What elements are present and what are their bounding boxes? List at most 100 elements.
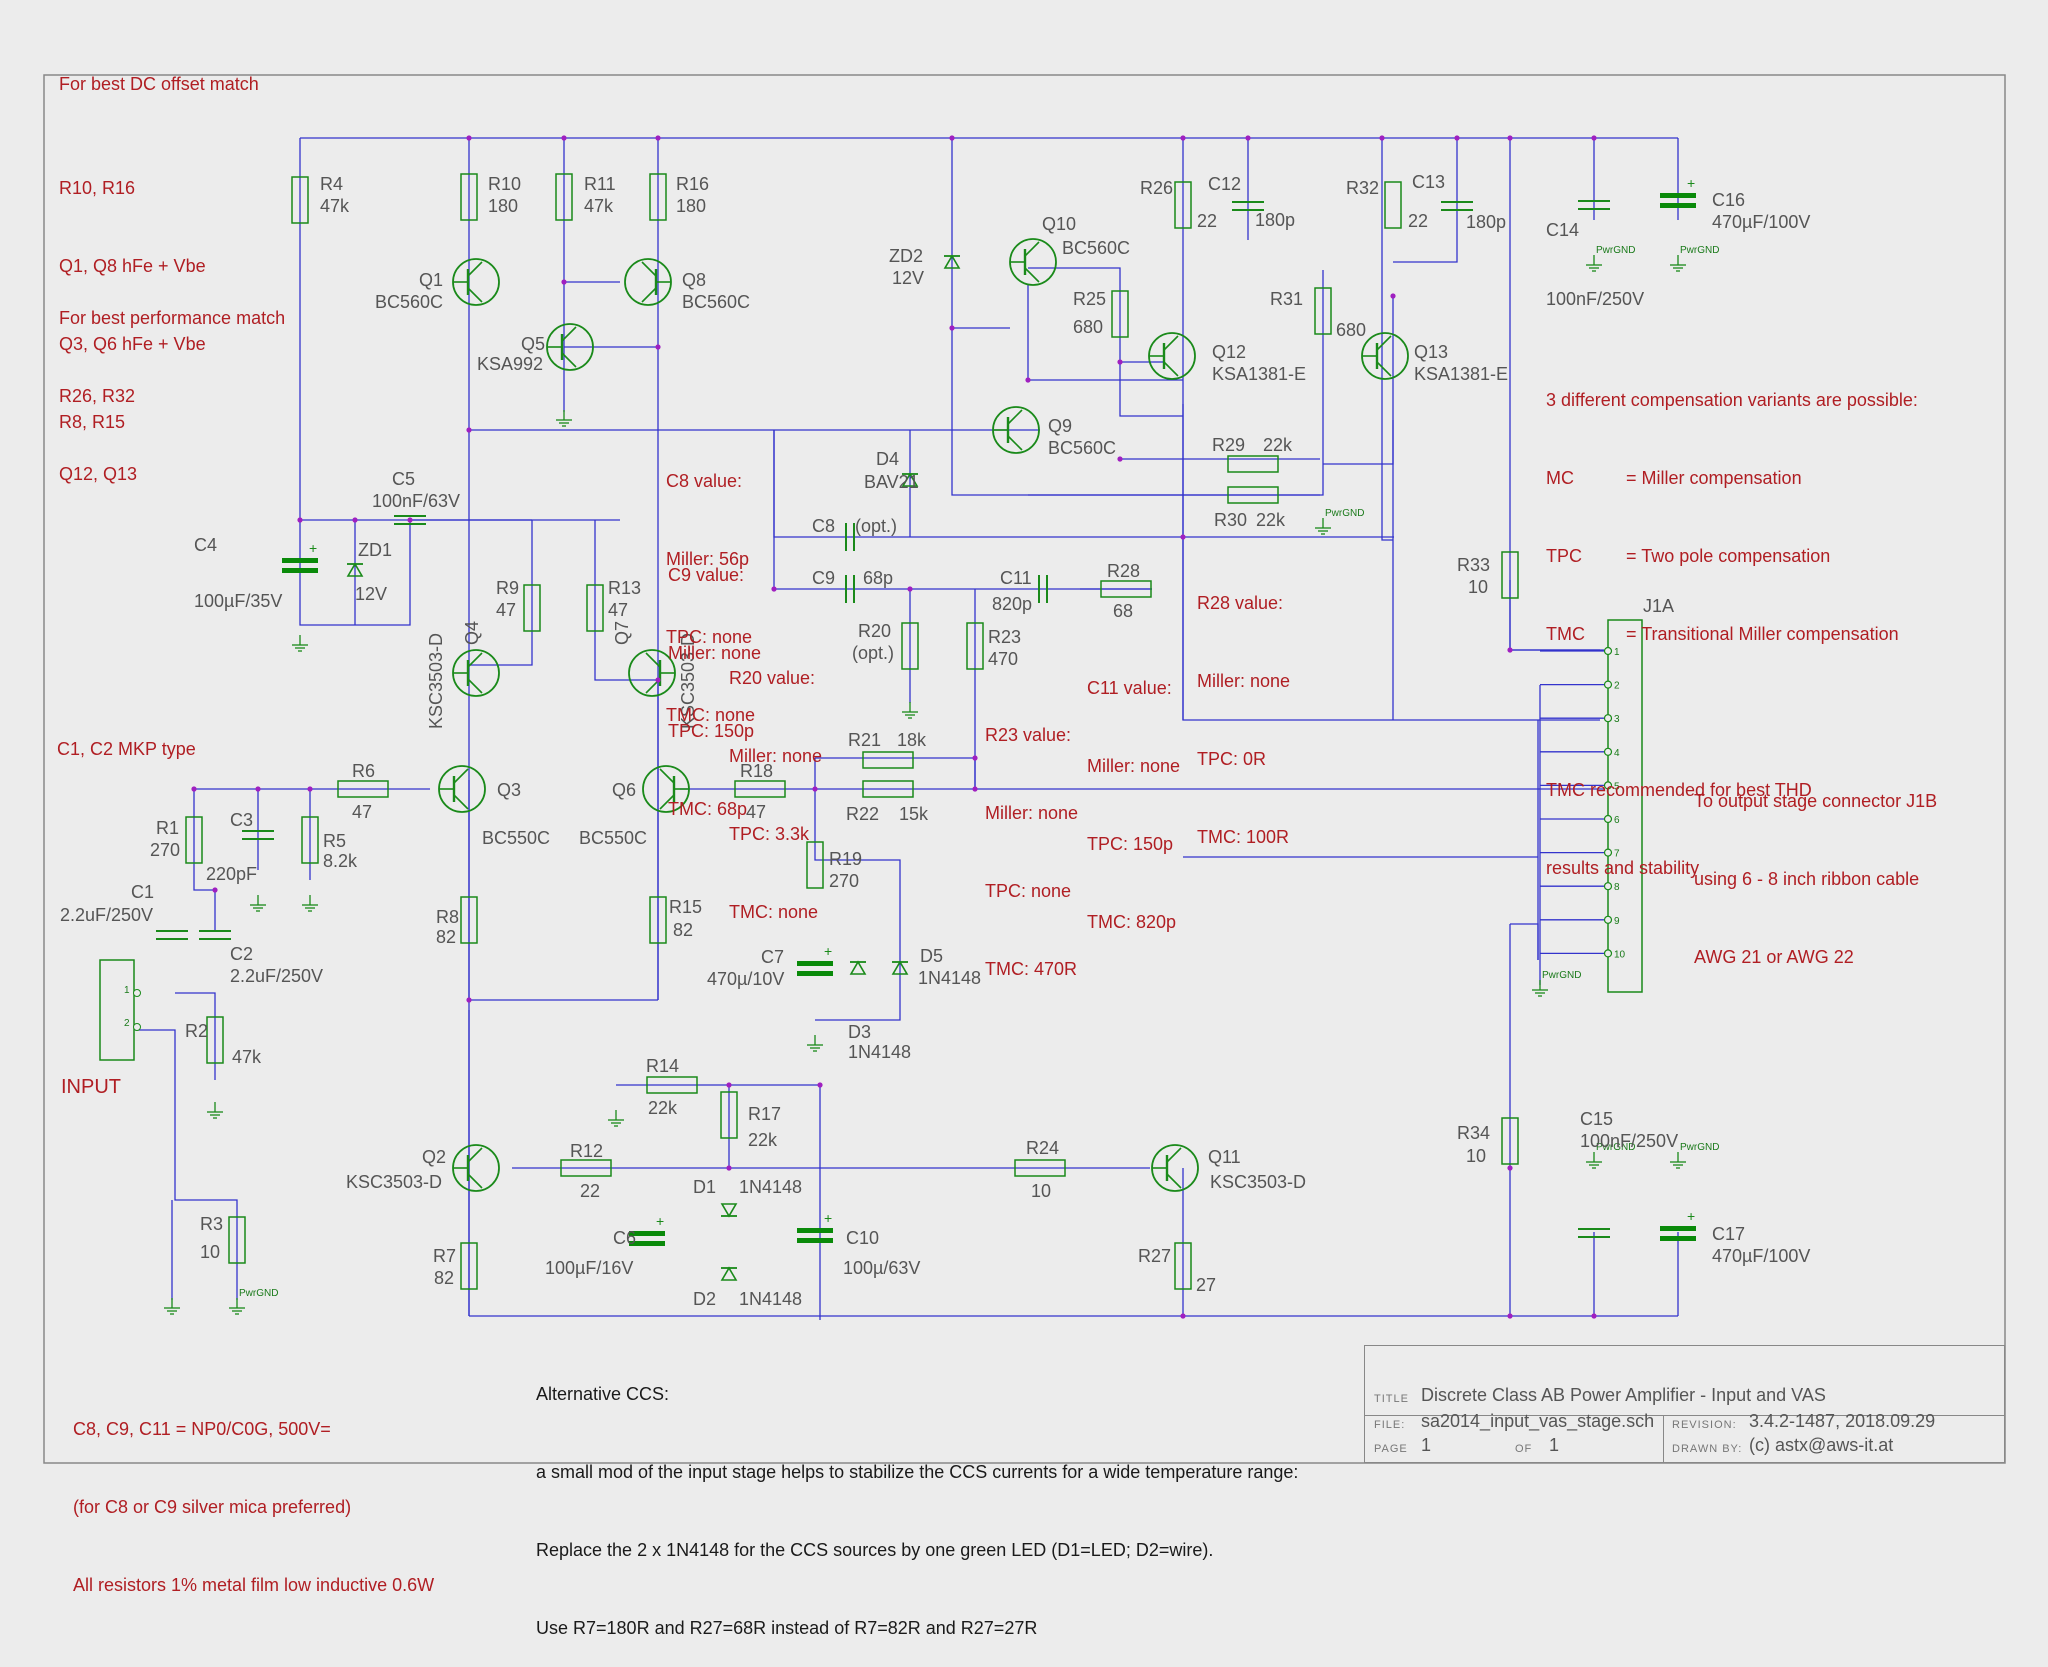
wire xyxy=(951,138,1324,496)
pwrgnd-label: PwrGND xyxy=(1542,970,1581,981)
capacitor-ref: C2 xyxy=(230,944,253,964)
sheet-frame xyxy=(43,74,2006,1464)
resistor-ref: R2 xyxy=(185,1021,208,1041)
note-line: using 6 - 8 inch ribbon cable xyxy=(1694,869,1920,889)
diode-ref: D3 xyxy=(848,1022,871,1042)
revision-label: REVISION: xyxy=(1672,1419,1737,1431)
resistor-ref: R34 xyxy=(1457,1123,1490,1143)
capacitor-value: 470µF/100V xyxy=(1712,1246,1810,1266)
resistor-r5 xyxy=(301,816,319,864)
resistor-ref: R5 xyxy=(323,831,346,851)
pin-number: 3 xyxy=(1614,714,1620,725)
capacitor-value: 100nF/63V xyxy=(372,491,460,511)
capacitor-ref: C9 xyxy=(812,568,835,588)
transistor-value: KSC3503-D xyxy=(346,1172,442,1192)
title-block xyxy=(1364,1345,2005,1463)
junction-dot xyxy=(307,786,313,792)
capacitor-ref: C16 xyxy=(1712,190,1745,210)
resistor-r8 xyxy=(460,896,478,944)
junction-dot xyxy=(466,997,472,1003)
capacitor-value: 100µF/35V xyxy=(194,591,282,611)
connector-pin xyxy=(1603,714,1613,723)
electrolytic-capacitor-c6: + xyxy=(629,1213,665,1246)
junction-dot xyxy=(1454,135,1460,141)
junction-dot xyxy=(1591,135,1597,141)
resistor-r3 xyxy=(228,1216,246,1264)
transistor-ref: Q5 xyxy=(521,334,545,354)
pin-number: 1 xyxy=(1614,647,1620,658)
junction-dot xyxy=(1507,647,1513,653)
resistor-value: 22 xyxy=(1408,211,1428,231)
resistor-r20 xyxy=(901,622,919,670)
connector-pin xyxy=(1603,814,1613,824)
power-ground-symbol: PwrGND xyxy=(1670,1142,1719,1169)
junction-dot xyxy=(407,517,413,523)
capacitor-c8 xyxy=(845,523,855,551)
transistor-ref: Q6 xyxy=(612,780,636,800)
resistor-value: 180 xyxy=(676,196,706,216)
connector-pin xyxy=(1603,882,1613,891)
junction-dot xyxy=(1117,456,1123,462)
transistor-value: BC550C xyxy=(482,828,550,848)
note-line: Q1, Q8 hFe + Vbe xyxy=(59,256,206,276)
resistor-value: 47 xyxy=(746,802,766,822)
resistor-r33 xyxy=(1501,551,1519,599)
capacitor-c13 xyxy=(1441,201,1473,211)
capacitor-ref: C13 xyxy=(1412,172,1445,192)
pnp-transistor-q8 xyxy=(624,258,672,306)
pin-number: 1 xyxy=(124,985,130,996)
connector-pin xyxy=(1603,949,1613,958)
resistor-r12 xyxy=(560,1159,612,1177)
wire xyxy=(815,757,976,789)
resistor-ref: R23 xyxy=(988,627,1021,647)
capacitor-ref: C4 xyxy=(194,535,217,555)
diode-value: 1N4148 xyxy=(848,1042,911,1062)
page-count: 1 xyxy=(1549,1435,1560,1455)
electrolytic-capacitor-c16: + xyxy=(1660,175,1696,208)
diode-ref: ZD1 xyxy=(358,540,392,560)
capacitor-ref: C14 xyxy=(1546,220,1579,240)
resistor-value: 470 xyxy=(988,649,1018,669)
note-line: TMC: none xyxy=(729,902,819,922)
note-line: R8, R15 xyxy=(59,412,126,432)
junction-dot xyxy=(1390,293,1396,299)
junction-dot xyxy=(726,1082,732,1088)
resistor-ref: R17 xyxy=(748,1104,781,1124)
note-line: R26, R32 xyxy=(59,386,136,406)
note-line: TMC: 100R xyxy=(1197,827,1290,847)
file-text: sa2014_input_vas_stage.sch xyxy=(1421,1411,1655,1431)
capacitor-c12 xyxy=(1232,201,1264,211)
resistor-value: 82 xyxy=(434,1268,454,1288)
diode-d4 xyxy=(901,472,919,487)
of-label: OF xyxy=(1515,1443,1533,1455)
capacitor-ref: C12 xyxy=(1208,174,1241,194)
resistor-ref: R11 xyxy=(584,174,616,194)
transistor-value: KSC3503-D xyxy=(1210,1172,1306,1192)
resistor-value: 47 xyxy=(496,600,516,620)
wire xyxy=(1323,420,1394,465)
note-dc-offset-title: For best DC offset match xyxy=(59,74,259,94)
svg-text:+: + xyxy=(656,1213,664,1229)
transistor-ref: Q2 xyxy=(422,1147,446,1167)
transistor-value: KSA1381-E xyxy=(1212,364,1306,384)
electrolytic-capacitor-c10: + xyxy=(797,1210,833,1243)
power-ground-symbol: PwrGND xyxy=(1315,508,1364,535)
note-line: (for C8 or C9 silver mica preferred) xyxy=(73,1497,352,1517)
electrolytic-capacitor-c17: + xyxy=(1660,1208,1696,1241)
diode-ref: D5 xyxy=(920,946,943,966)
note-line: Alternative CCS: xyxy=(536,1384,670,1404)
resistor-value: 22 xyxy=(580,1181,600,1201)
diode-value: 1N4148 xyxy=(739,1177,802,1197)
note-line: All resistors 1% metal film low inductiv… xyxy=(73,1575,435,1595)
note-perf-title: For best performance match xyxy=(59,308,286,328)
ground-symbol xyxy=(556,410,572,427)
title-text: Discrete Class AB Power Amplifier - Inpu… xyxy=(1421,1385,1826,1405)
pin-number: 5 xyxy=(1614,781,1620,792)
capacitor-value: 180p xyxy=(1255,210,1295,230)
svg-text:+: + xyxy=(824,943,832,959)
resistor-ref: R3 xyxy=(200,1214,223,1234)
capacitor-c1 xyxy=(156,930,188,940)
npn-transistor-q3 xyxy=(438,765,486,813)
note-c9: C9 value: Miller: none TPC: 150p TMC: 68… xyxy=(668,510,761,848)
